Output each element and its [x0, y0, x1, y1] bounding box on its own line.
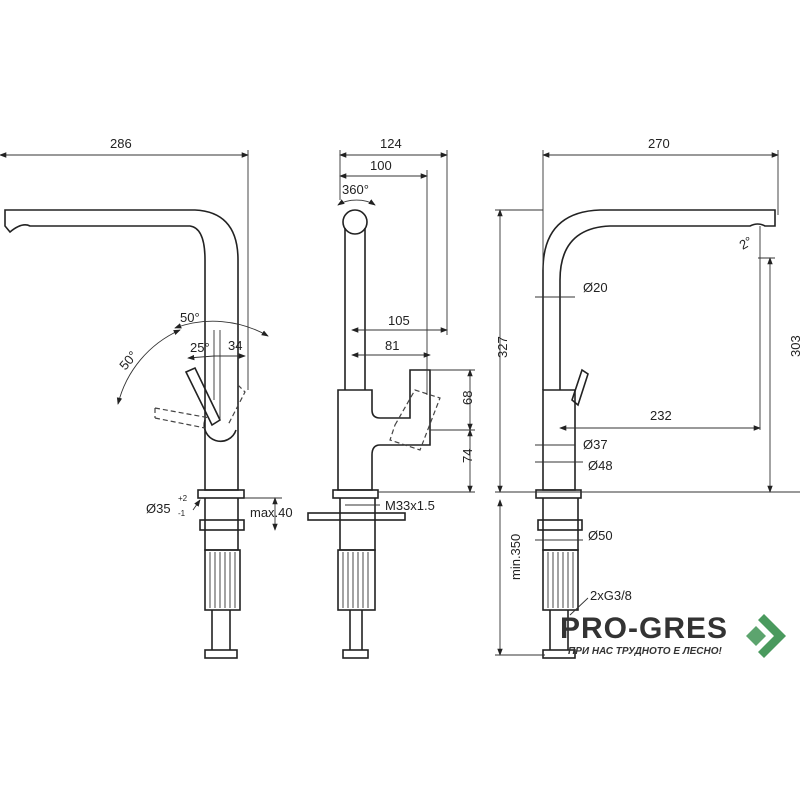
dim-105: 105: [388, 313, 410, 328]
dim-angle-25: 25°: [190, 340, 210, 355]
side-view-right: 270 327 303 232 2° Ø20 Ø37 Ø48 Ø50 min.3…: [495, 136, 800, 659]
dim-base-dia: Ø48: [588, 458, 613, 473]
dim-124: 124: [380, 136, 402, 151]
logo-tagline: ПРИ НАС ТРУДНОТО Е ЛЕСНО!: [568, 646, 723, 657]
side-view-left: 286 50° 50° 25° 34 Ø35 +2 -1 max.40: [0, 136, 293, 659]
logo-diamond-icon: [746, 626, 766, 646]
dim-angle-50-top: 50°: [180, 310, 200, 325]
dim-max-40: max.40: [250, 505, 293, 520]
dim-68: 68: [460, 391, 475, 405]
dim-286: 286: [110, 136, 132, 151]
logo-chevron-icon: [758, 614, 786, 658]
dim-shank-dia: Ø50: [588, 528, 613, 543]
dim-rotation-360: 360°: [342, 182, 369, 197]
dim-303: 303: [788, 335, 800, 357]
dim-100: 100: [370, 158, 392, 173]
dim-hole-tol-lower: -1: [178, 509, 186, 518]
dim-spout-angle: 2°: [737, 233, 755, 252]
front-view: 124 100 360° 105 81 68 74 M33x1.5: [307, 136, 475, 659]
dim-angle-50-left: 50°: [116, 348, 140, 373]
dim-hole-dia: Ø35: [146, 501, 171, 516]
dim-327: 327: [495, 336, 510, 358]
dim-81: 81: [385, 338, 399, 353]
dim-connection: 2xG3/8: [590, 588, 632, 603]
dim-thread-m33: M33x1.5: [385, 498, 435, 513]
dim-body-dia: Ø37: [583, 437, 608, 452]
pro-gres-logo: PRO-GRES ПРИ НАС ТРУДНОТО Е ЛЕСНО!: [560, 612, 786, 658]
dim-34: 34: [228, 338, 242, 353]
dim-270: 270: [648, 136, 670, 151]
dim-74: 74: [460, 449, 475, 463]
dim-232: 232: [650, 408, 672, 423]
dim-min-350: min.350: [508, 534, 523, 580]
dim-hole-tol-upper: +2: [178, 494, 188, 503]
logo-name: PRO-GRES: [560, 612, 728, 645]
dim-spout-dia: Ø20: [583, 280, 608, 295]
